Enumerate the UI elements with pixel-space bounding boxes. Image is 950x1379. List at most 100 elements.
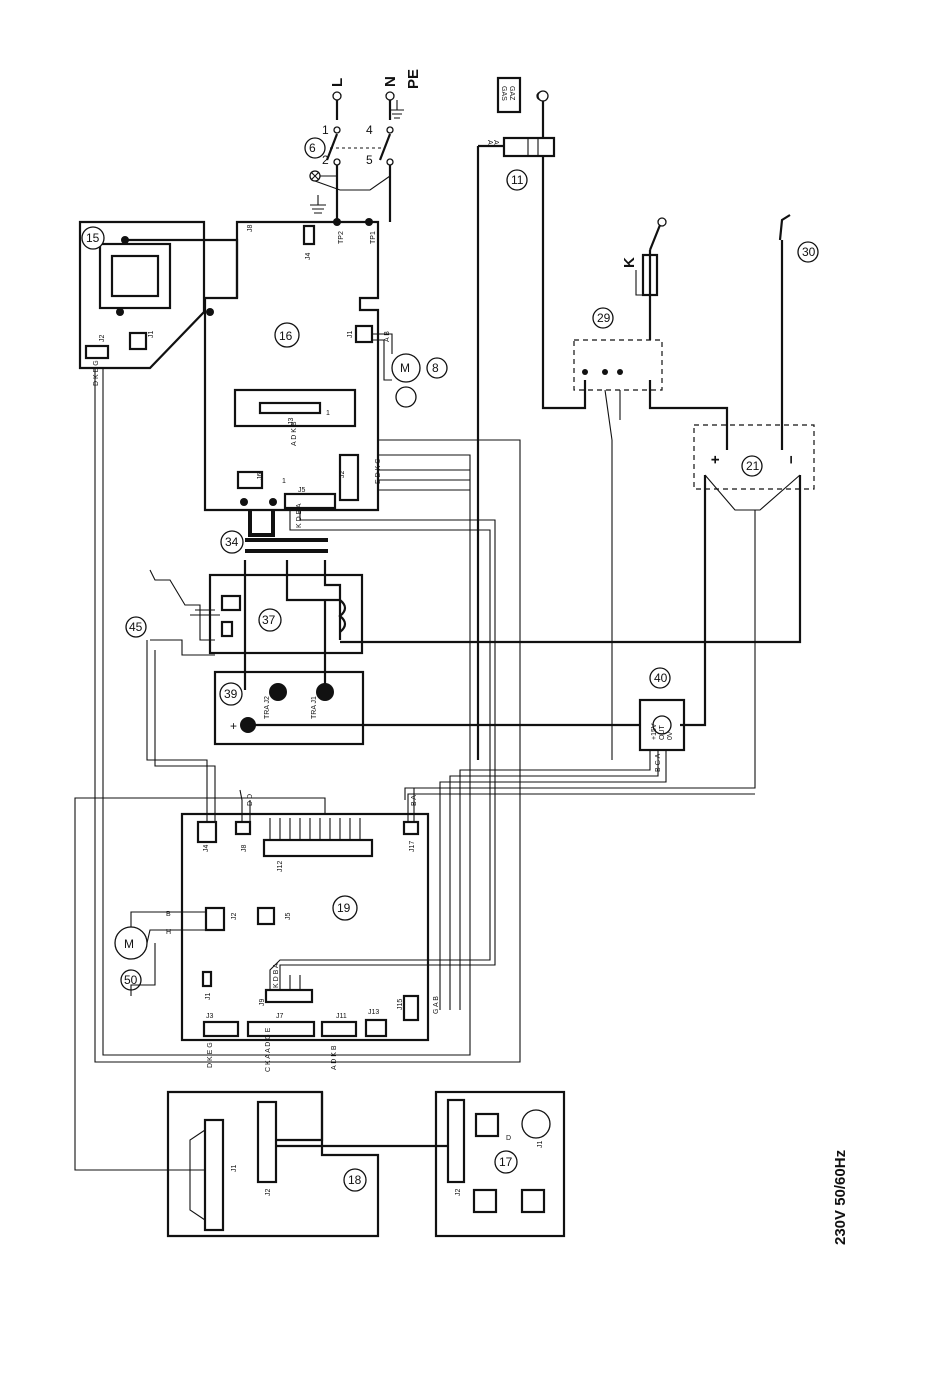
svg-text:−: − bbox=[783, 455, 800, 464]
board-37: 37 45 bbox=[125, 560, 364, 690]
svg-text:37: 37 bbox=[262, 613, 276, 627]
svg-text:+: + bbox=[230, 719, 237, 733]
current-sensor-40: 40 +15V OUT 0V B G A bbox=[439, 667, 686, 1010]
earth-clamp-30: 30 bbox=[778, 214, 819, 450]
svg-text:J4: J4 bbox=[203, 845, 210, 853]
svg-text:A D K B: A D K B bbox=[291, 421, 298, 446]
svg-text:J8: J8 bbox=[247, 225, 254, 233]
svg-text:GAZ: GAZ bbox=[508, 86, 515, 101]
svg-text:M: M bbox=[124, 937, 134, 951]
svg-text:A: A bbox=[492, 140, 499, 145]
svg-text:8: 8 bbox=[432, 361, 439, 375]
svg-text:J1: J1 bbox=[148, 331, 155, 339]
svg-text:21: 21 bbox=[746, 459, 760, 473]
indicator-lamp-6 bbox=[304, 137, 326, 159]
svg-text:D D: D D bbox=[247, 794, 254, 806]
svg-text:B: B bbox=[166, 911, 171, 918]
gas-valve-11: GAS GAZ A A 11 bbox=[476, 76, 587, 760]
svg-text:1: 1 bbox=[326, 410, 330, 417]
svg-text:15: 15 bbox=[86, 231, 100, 245]
svg-text:18: 18 bbox=[348, 1173, 362, 1187]
svg-text:C K A A D G E: C K A A D G E bbox=[265, 1027, 272, 1072]
svg-text:J6: J6 bbox=[257, 473, 264, 481]
svg-text:J7: J7 bbox=[276, 1013, 284, 1020]
svg-text:J4: J4 bbox=[305, 253, 312, 261]
board-39: 39 TRA J2 TRA J1 + bbox=[213, 670, 640, 746]
fan-motor-8: M 8 bbox=[372, 333, 448, 408]
svg-text:J2: J2 bbox=[339, 471, 346, 479]
svg-text:17: 17 bbox=[499, 1155, 513, 1169]
svg-text:A D K B: A D K B bbox=[331, 1045, 338, 1070]
svg-text:19: 19 bbox=[337, 901, 351, 915]
svg-text:J17: J17 bbox=[409, 841, 416, 852]
svg-text:K: K bbox=[621, 257, 638, 268]
svg-text:J1: J1 bbox=[205, 993, 212, 1001]
svg-text:4: 4 bbox=[366, 123, 373, 137]
svg-text:J2: J2 bbox=[231, 913, 238, 921]
svg-text:J2: J2 bbox=[455, 1189, 462, 1197]
svg-text:29: 29 bbox=[597, 311, 611, 325]
svg-text:16: 16 bbox=[279, 329, 293, 343]
svg-text:J1: J1 bbox=[231, 1165, 238, 1173]
svg-text:J2: J2 bbox=[265, 1189, 272, 1197]
svg-text:TRA J1: TRA J1 bbox=[311, 696, 318, 719]
board-18: 18 J1 J2 bbox=[166, 1090, 448, 1238]
motor-50: M 50 B H bbox=[114, 911, 206, 996]
svg-text:A B: A B bbox=[384, 331, 391, 342]
svg-text:E D K C: E D K C bbox=[375, 459, 382, 484]
svg-text:J5: J5 bbox=[298, 487, 306, 494]
svg-text:50: 50 bbox=[124, 973, 138, 987]
board-17: 17 J2 D J1 bbox=[434, 1090, 566, 1238]
svg-text:6: 6 bbox=[309, 141, 316, 155]
svg-text:J15: J15 bbox=[397, 999, 404, 1010]
svg-text:J8: J8 bbox=[241, 845, 248, 853]
svg-text:G A B: G A B bbox=[433, 996, 440, 1014]
svg-text:J11: J11 bbox=[336, 1013, 347, 1020]
svg-text:30: 30 bbox=[802, 245, 816, 259]
svg-text:H: H bbox=[166, 929, 171, 936]
svg-text:D K E G: D K E G bbox=[93, 360, 100, 386]
svg-text:0V: 0V bbox=[667, 731, 674, 740]
svg-text:TP1: TP1 bbox=[370, 231, 377, 244]
svg-text:J3: J3 bbox=[288, 418, 295, 426]
mains-PE-label: PE bbox=[405, 69, 422, 89]
svg-text:39: 39 bbox=[224, 687, 238, 701]
transformer-34: 34 bbox=[220, 510, 328, 554]
svg-text:11: 11 bbox=[511, 173, 524, 187]
svg-text:2: 2 bbox=[322, 153, 329, 167]
svg-text:GAS: GAS bbox=[500, 86, 507, 101]
svg-text:J13: J13 bbox=[368, 1009, 379, 1016]
svg-text:5: 5 bbox=[366, 153, 373, 167]
svg-text:TRA J2: TRA J2 bbox=[264, 696, 271, 719]
svg-text:J2: J2 bbox=[99, 335, 106, 343]
svg-text:34: 34 bbox=[225, 535, 239, 549]
svg-text:J9: J9 bbox=[259, 999, 266, 1007]
board-16: 16 J4 TP2 TP1 J8 J1 A B J3 A D K B 1 J6 … bbox=[203, 218, 391, 528]
svg-text:1: 1 bbox=[282, 478, 286, 485]
svg-text:J1: J1 bbox=[537, 1141, 544, 1149]
svg-text:+: + bbox=[707, 455, 724, 464]
mains-L-label: L bbox=[329, 78, 346, 87]
svg-text:K D B A: K D B A bbox=[273, 963, 280, 988]
svg-text:TP2: TP2 bbox=[338, 231, 345, 244]
svg-text:40: 40 bbox=[654, 671, 668, 685]
svg-text:OUT: OUT bbox=[659, 725, 666, 741]
svg-text:45: 45 bbox=[129, 620, 143, 634]
svg-text:J3: J3 bbox=[206, 1013, 214, 1020]
torch-connector-29: 29 K bbox=[573, 217, 729, 760]
svg-text:J5: J5 bbox=[285, 913, 292, 921]
svg-text:A: A bbox=[486, 140, 493, 145]
svg-text:M: M bbox=[400, 361, 410, 375]
board-19: 19 J4 J8 J12 J17 J2 J5 J1 J9 K D B A J3 … bbox=[74, 368, 755, 1171]
output-terminals-21: 21 + − bbox=[340, 424, 815, 800]
svg-text:D: D bbox=[506, 1135, 511, 1142]
svg-text:+15V: +15V bbox=[651, 723, 658, 740]
mains-N-label: N bbox=[382, 76, 399, 87]
mains-input: L N PE 1 2 4 5 6 bbox=[304, 69, 546, 222]
svg-text:J12: J12 bbox=[277, 861, 284, 872]
svg-text:1: 1 bbox=[322, 123, 329, 137]
svg-text:J1: J1 bbox=[347, 331, 354, 339]
board-15: 15 J1 J2 D K E G bbox=[78, 220, 239, 386]
supply-voltage-label: 230V 50/60Hz bbox=[832, 1150, 849, 1245]
